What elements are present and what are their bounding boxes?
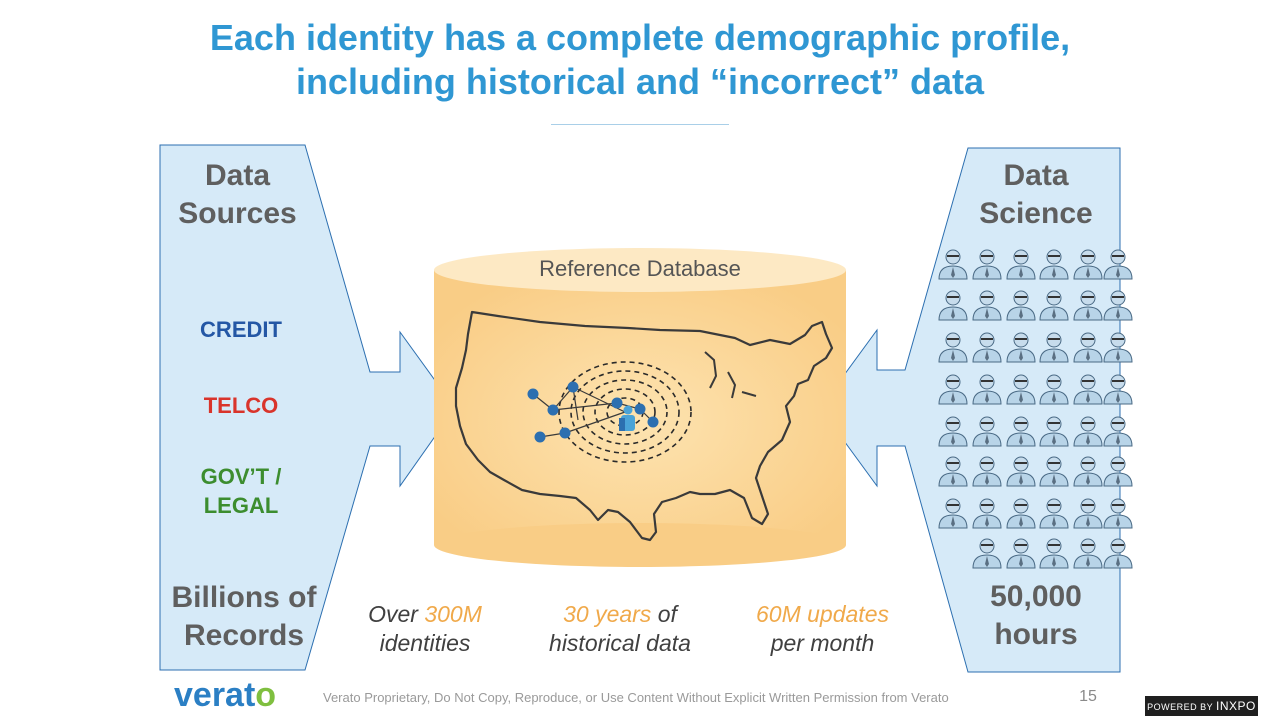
scientist-person-icon	[1073, 290, 1103, 321]
scientist-person-icon	[1103, 374, 1133, 405]
scientist-person-icon	[938, 416, 968, 447]
scientist-person-icon	[1103, 290, 1133, 321]
data-scientist-grid	[938, 249, 1133, 569]
scientist-person-icon	[1006, 290, 1036, 321]
scientist-person-icon	[1006, 538, 1036, 569]
scientist-person-icon	[1103, 416, 1133, 447]
scientist-person-icon	[1039, 498, 1069, 529]
source-credit: CREDIT	[200, 317, 282, 342]
left-heading-line-2: Sources	[178, 197, 297, 230]
scientist-person-icon	[1103, 332, 1133, 363]
scientist-person-icon	[1073, 456, 1103, 487]
source-govt-line-1: GOV’T /	[200, 464, 282, 489]
scientist-person-icon	[1073, 498, 1103, 529]
left-heading: Data Sources	[160, 157, 315, 233]
stat-updates-highlight: 60M updates	[756, 601, 889, 627]
scientist-person-icon	[1039, 456, 1069, 487]
source-telco: TELCO	[203, 393, 279, 418]
right-heading: Data Science	[960, 157, 1112, 233]
scientist-person-icon	[1103, 498, 1133, 529]
scientist-person-icon	[1006, 374, 1036, 405]
great-lakes-outline	[704, 351, 757, 399]
slide-title: Each identity has a complete demographic…	[140, 16, 1140, 104]
scientist-person-icon	[1073, 416, 1103, 447]
records-line-2: Records	[183, 619, 305, 652]
scientist-person-icon	[1073, 332, 1103, 363]
powered-by-badge[interactable]: POWERED BY INXPO	[1145, 696, 1258, 716]
right-heading-line-2: Science	[979, 197, 1093, 230]
scientist-person-icon	[1039, 332, 1069, 363]
scientist-person-icon	[972, 456, 1002, 487]
scientist-person-icon	[1006, 249, 1036, 280]
records-line-1: Billions of	[171, 581, 317, 614]
powered-by-brand: INXPO	[1216, 699, 1256, 713]
reference-database-label: Reference Database	[539, 256, 741, 281]
scientist-person-icon	[1073, 374, 1103, 405]
scientist-person-icon	[1039, 374, 1069, 405]
stat-history-line-2: historical data	[549, 630, 691, 656]
scientist-person-icon	[972, 249, 1002, 280]
stat-identities-line-2: identities	[379, 630, 471, 656]
radius-rings	[558, 361, 692, 463]
footer-disclaimer: Verato Proprietary, Do Not Copy, Reprodu…	[323, 690, 949, 705]
scientist-person-icon	[1103, 456, 1133, 487]
scientist-person-icon	[1006, 416, 1036, 447]
source-govt-legal: GOV’T / LEGAL	[160, 462, 322, 520]
scientist-person-icon	[938, 332, 968, 363]
scientist-person-icon	[938, 374, 968, 405]
identity-network-nodes	[527, 381, 659, 443]
stat-updates-line-2: per month	[770, 630, 875, 656]
scientist-person-icon	[1073, 249, 1103, 280]
stat-updates: 60M updates per month	[735, 600, 910, 658]
scientist-person-icon	[938, 456, 968, 487]
scientist-person-icon	[972, 538, 1002, 569]
scientist-person-icon	[1039, 290, 1069, 321]
stat-identities-highlight: 300M	[424, 601, 482, 627]
logo-text-o: o	[255, 676, 277, 714]
scientist-person-icon	[938, 498, 968, 529]
powered-by-text: POWERED BY	[1147, 702, 1213, 712]
scientist-person-icon	[1073, 538, 1103, 569]
central-person-icon	[619, 405, 635, 431]
title-line-2: including historical and “incorrect” dat…	[295, 61, 985, 102]
left-footer-records: Billions of Records	[160, 579, 328, 655]
hours-line-1: 50,000	[990, 580, 1082, 613]
stat-history-highlight: 30 years	[563, 601, 652, 627]
title-divider	[551, 124, 729, 125]
scientist-person-icon	[972, 374, 1002, 405]
scientist-person-icon	[972, 290, 1002, 321]
scientist-person-icon	[1039, 416, 1069, 447]
scientist-person-icon	[1103, 538, 1133, 569]
scientist-person-icon	[1103, 249, 1133, 280]
scientist-person-icon	[972, 498, 1002, 529]
scientist-person-icon	[938, 290, 968, 321]
stat-history: 30 years of historical data	[525, 600, 715, 658]
page-number: 15	[1079, 688, 1097, 705]
scientist-person-icon	[972, 332, 1002, 363]
right-heading-line-1: Data	[1003, 159, 1069, 192]
hours-line-2: hours	[994, 618, 1078, 651]
left-heading-line-1: Data	[204, 159, 271, 192]
scientist-person-icon	[938, 249, 968, 280]
verato-logo: verato	[174, 676, 276, 715]
scientist-person-icon	[972, 416, 1002, 447]
title-line-1: Each identity has a complete demographic…	[209, 17, 1071, 58]
scientist-person-icon	[1039, 249, 1069, 280]
scientist-person-icon	[1006, 332, 1036, 363]
stat-identities-pre: Over	[368, 601, 425, 627]
right-footer-hours: 50,000 hours	[960, 578, 1112, 654]
source-govt-line-2: LEGAL	[203, 493, 279, 518]
left-source-panel	[159, 144, 456, 671]
scientist-person-icon	[1006, 456, 1036, 487]
stat-history-post: of	[651, 601, 677, 627]
scientist-person-icon	[1039, 538, 1069, 569]
stat-identities: Over 300M identities	[340, 600, 510, 658]
scientist-person-icon	[1006, 498, 1036, 529]
us-map-outline	[454, 310, 834, 542]
logo-text: verat	[174, 676, 256, 714]
